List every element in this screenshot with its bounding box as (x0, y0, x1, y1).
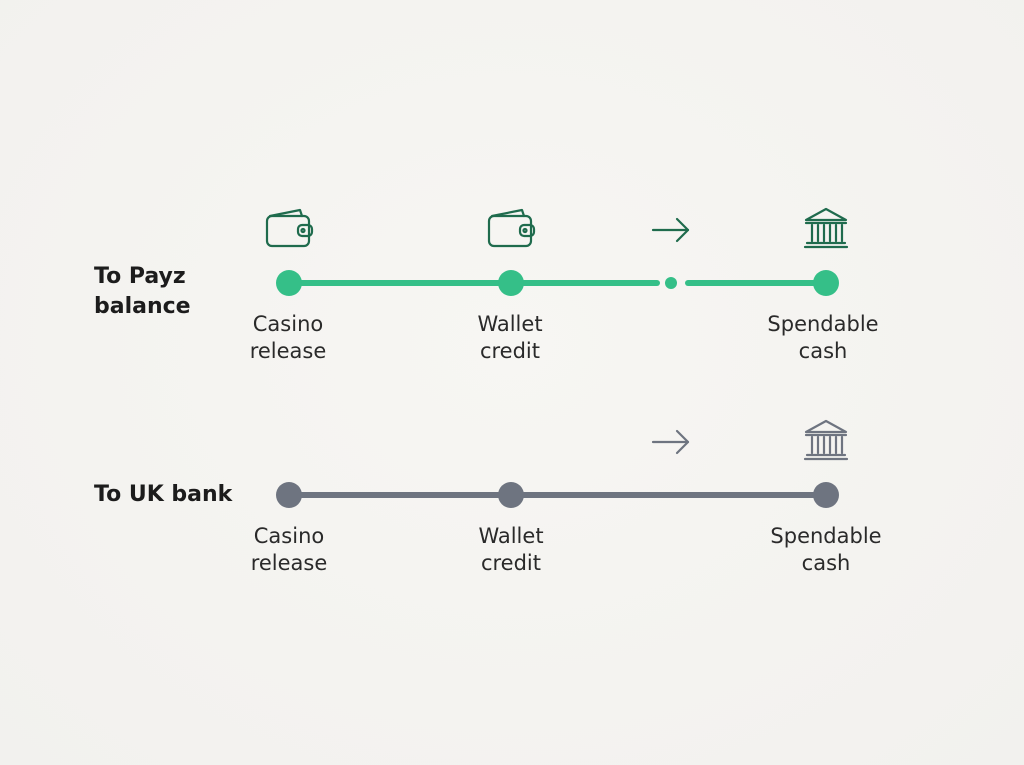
row-label-uk-bank: To UK bank (94, 482, 233, 507)
node-casino-release (276, 270, 302, 296)
node-label-casino-release: Casino release (249, 312, 327, 363)
node-label-wallet-credit: Wallet credit (478, 524, 544, 575)
node-spendable-cash (813, 482, 839, 508)
bank-icon (803, 419, 849, 461)
node-casino-release (276, 482, 302, 508)
arrow-right-icon (651, 217, 690, 243)
arrow-right-icon (651, 429, 690, 455)
node-label-spendable-cash: Spendable cash (770, 524, 882, 575)
node-label-spendable-cash: Spendable cash (767, 312, 879, 363)
row-label-payz: To Payz balance (94, 264, 191, 319)
wallet-icon (265, 208, 314, 248)
wallet-icon (487, 208, 536, 248)
node-wallet-credit (498, 482, 524, 508)
flow-row-uk-bank (276, 419, 849, 508)
node-wallet-credit (498, 270, 524, 296)
bank-icon (803, 207, 849, 249)
node-label-casino-release: Casino release (250, 524, 328, 575)
node-label-wallet-credit: Wallet credit (477, 312, 543, 363)
node-spendable-cash (813, 270, 839, 296)
flow-row-payz (265, 207, 849, 296)
intermediate-dot (665, 277, 677, 289)
